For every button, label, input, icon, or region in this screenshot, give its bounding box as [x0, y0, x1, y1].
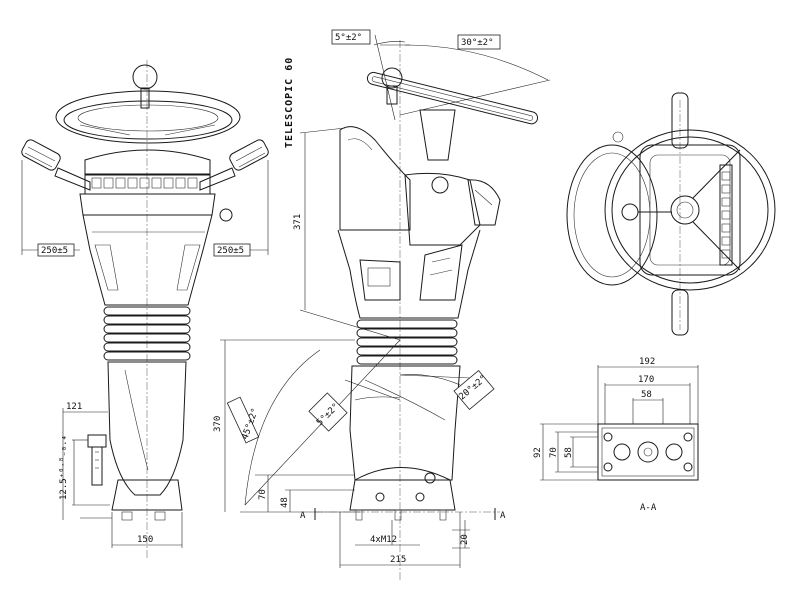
dim-371-text: 371 — [293, 214, 303, 230]
angle-steering-text: 30°±2° — [461, 38, 494, 48]
left-handle — [21, 139, 91, 191]
side-lever — [87, 434, 107, 486]
dim-121-text: 121 — [66, 402, 82, 412]
side-head — [339, 126, 501, 246]
dim-370-text: 370 — [213, 416, 223, 432]
steering-wheel — [55, 90, 241, 144]
angle-column-tilt: 45°±2° — [226, 339, 401, 506]
right-handle — [199, 139, 269, 191]
dim-92-text: 92 — [533, 447, 543, 458]
side-body — [337, 229, 481, 319]
dim-left-handle: 250±5 — [21, 160, 80, 257]
dim-371: 371 — [293, 127, 401, 341]
front-view: 250±5 250±5 121 12.5⁺⁰·⁸₋₀.₄ — [21, 60, 269, 560]
dim-150-text: 150 — [137, 535, 153, 545]
section-view: 192 170 58 92 70 58 A-A — [533, 357, 699, 513]
telescopic-label: TELESCOPIC 60 — [284, 57, 295, 148]
dim-215-text: 215 — [390, 555, 406, 565]
section-line: A A — [300, 508, 506, 521]
side-steering-wheel — [366, 67, 539, 161]
angle-base-right: 20°±2° — [399, 369, 495, 411]
angle-top-text: 5°±2° — [335, 33, 362, 43]
dim-lever-travel: 12.5⁺⁰·⁸₋₀.₄ — [59, 435, 110, 506]
dim-right-handle-text: 250±5 — [217, 246, 244, 256]
dim-right-handle: 250±5 — [213, 160, 269, 257]
section-mark-right: A — [500, 511, 506, 521]
section-mark-left: A — [300, 511, 306, 521]
dim-215: 215 — [339, 512, 461, 568]
bellows — [103, 306, 191, 361]
side-view: TELESCOPIC 60 371 370 5°±2° 30°±2 — [213, 29, 551, 580]
dim-70-48: 70 48 — [240, 474, 360, 513]
dim-58-h-text: 58 — [641, 390, 652, 400]
steering-knob — [132, 64, 158, 109]
bolt-callout-text: 4xM12 — [370, 535, 397, 545]
side-bellows — [356, 319, 458, 365]
dim-lever-travel-text: 12.5⁺⁰·⁸₋₀.₄ — [59, 435, 69, 500]
bolt-callout: 4xM12 — [355, 520, 420, 546]
dim-192-text: 192 — [639, 357, 655, 367]
dim-58-v-text: 58 — [564, 447, 574, 458]
dim-121: 121 — [62, 402, 108, 520]
angle-base-left: 5°±2° — [308, 379, 401, 432]
column-body — [82, 214, 213, 306]
angle-steering: 30°±2° — [399, 34, 551, 116]
section-label: A-A — [640, 503, 657, 513]
dim-20-text: 20 — [460, 534, 470, 545]
dim-370: 370 — [213, 339, 355, 512]
dim-170-text: 170 — [638, 375, 654, 385]
dim-70-v-text: 70 — [549, 447, 559, 458]
angle-top: 5°±2° — [331, 29, 410, 121]
lower-body — [107, 361, 187, 521]
side-base — [349, 365, 461, 521]
dim-20: 20 — [452, 520, 470, 549]
dim-70-text: 70 — [258, 489, 268, 500]
dim-150: 150 — [80, 512, 183, 548]
dim-48-text: 48 — [280, 497, 290, 508]
dashboard-head — [79, 149, 233, 222]
dim-left-handle-text: 250±5 — [41, 246, 68, 256]
top-view — [566, 92, 776, 336]
